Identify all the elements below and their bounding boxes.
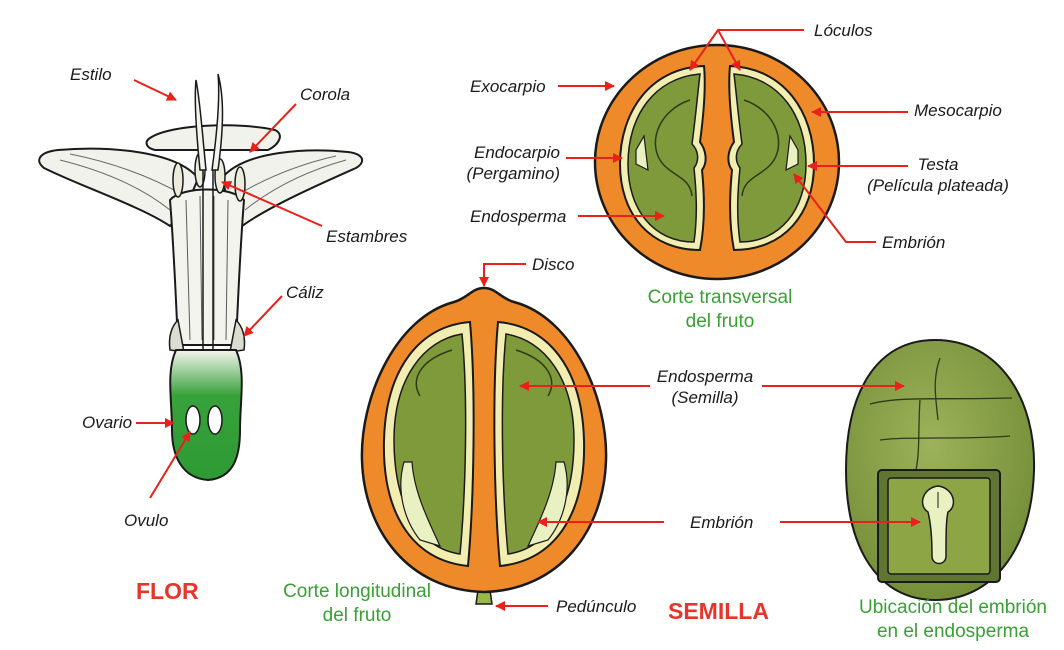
label-ovario: Ovario [82, 412, 132, 433]
arrow-disco [484, 264, 526, 286]
label-endosperma-cross: Endosperma [470, 206, 566, 227]
label-endocarpio-line1: Endocarpio [440, 142, 560, 163]
ovule-left [186, 406, 200, 434]
style-branches [195, 74, 222, 170]
label-endocarpio: Endocarpio (Pergamino) [440, 142, 560, 184]
label-ovulo: Ovulo [124, 510, 168, 531]
corolla-tube [170, 190, 244, 346]
caption-seed-line1: Ubicación del embrión [846, 596, 1060, 620]
label-embrion-cross: Embrión [882, 232, 945, 253]
label-estilo: Estilo [70, 64, 112, 85]
label-endocarpio-line2: (Pergamino) [440, 163, 560, 184]
label-testa-line2: (Película plateada) [852, 175, 1024, 196]
label-pedunculo: Pedúnculo [556, 596, 636, 617]
flower-title: FLOR [136, 578, 199, 605]
label-testa: Testa (Película plateada) [852, 154, 1024, 196]
label-endosperma-long-line2: (Semilla) [640, 387, 770, 408]
caption-seed: Ubicación del embrión en el endosperma [846, 596, 1060, 644]
label-estambres: Estambres [326, 226, 407, 247]
ovule-right [208, 406, 222, 434]
caption-long-line2: del fruto [262, 604, 452, 628]
corolla-back-lobe [147, 125, 280, 150]
longitudinal-section-drawing [362, 288, 606, 604]
seed-drawing [846, 340, 1034, 600]
label-corola: Corola [300, 84, 350, 105]
caption-longitudinal-section: Corte longitudinal del fruto [262, 580, 452, 628]
ovary [170, 350, 242, 480]
label-endosperma-long: Endosperma (Semilla) [640, 366, 770, 408]
caption-cross-section: Corte transversal del fruto [620, 286, 820, 334]
label-endosperma-long-line1: Endosperma [640, 366, 770, 387]
caption-seed-line2: en el endosperma [846, 620, 1060, 644]
caption-cross-line2: del fruto [620, 310, 820, 334]
caption-cross-line1: Corte transversal [620, 286, 820, 310]
caption-long-line1: Corte longitudinal [262, 580, 452, 604]
label-caliz: Cáliz [286, 282, 324, 303]
label-testa-line1: Testa [852, 154, 1024, 175]
arrow-caliz [244, 296, 282, 336]
label-loculos: Lóculos [814, 20, 873, 41]
seed-title: SEMILLA [668, 598, 769, 625]
label-exocarpio: Exocarpio [470, 76, 546, 97]
label-embrion-long: Embrión [690, 512, 753, 533]
cross-section-drawing [595, 45, 839, 279]
arrow-estilo [134, 80, 176, 100]
label-disco: Disco [532, 254, 575, 275]
label-mesocarpio: Mesocarpio [914, 100, 1002, 121]
